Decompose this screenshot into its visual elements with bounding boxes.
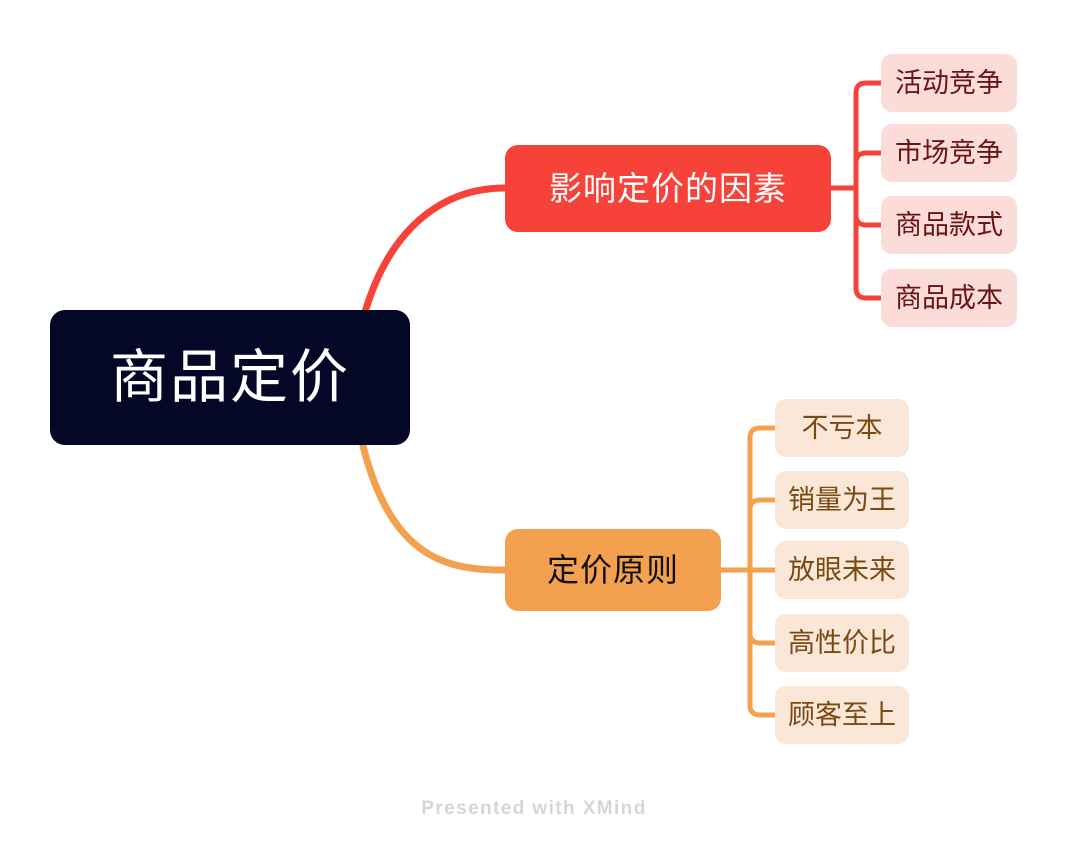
branch-node-factors[interactable]: 影响定价的因素 [505,145,831,232]
leaf-node-orange-1-label: 不亏本 [801,412,883,443]
footer-attribution: Presented with XMind [0,798,1068,820]
connector-orange-leaf-4 [747,567,778,646]
leaf-node-orange-4[interactable]: 高性价比 [775,614,909,672]
connector-red-leaf-2 [853,150,884,191]
leaf-node-red-1-label: 活动竞争 [895,67,1003,98]
leaf-node-orange-1[interactable]: 不亏本 [775,399,909,457]
leaf-node-orange-2[interactable]: 销量为王 [775,471,909,529]
leaf-node-orange-5[interactable]: 顾客至上 [775,686,909,744]
root-node[interactable]: 商品定价 [50,310,410,445]
leaf-node-red-2-label: 市场竞争 [895,137,1003,168]
connector-red-leaf-4 [853,185,884,301]
leaf-node-orange-3-label: 放眼未来 [788,554,896,585]
branch-node-principles-label: 定价原则 [546,552,679,588]
branch-node-factors-label: 影响定价的因素 [549,170,787,207]
connector-orange-leaf-5 [747,567,778,718]
leaf-node-red-4-label: 商品成本 [895,282,1003,313]
leaf-node-red-3[interactable]: 商品款式 [881,196,1017,254]
connector-red-leaf-3 [853,185,884,228]
leaf-node-red-3-label: 商品款式 [895,209,1003,240]
leaf-node-red-1[interactable]: 活动竞争 [881,54,1017,112]
root-node-label: 商品定价 [109,344,350,410]
leaf-node-orange-4-label: 高性价比 [788,627,896,658]
leaf-node-orange-5-label: 顾客至上 [788,699,896,730]
connector-root-to-branch-red [361,184,509,316]
leaf-node-orange-3[interactable]: 放眼未来 [775,541,909,599]
leaf-node-orange-2-label: 销量为王 [788,484,896,515]
leaf-node-red-2[interactable]: 市场竞争 [881,124,1017,182]
connector-orange-leaf-1 [747,425,778,573]
connector-orange-leaf-2 [747,497,778,573]
footer-attribution-label: Presented with XMind [421,798,647,819]
connector-root-to-branch-orange [359,442,509,574]
connector-red-leaf-1 [853,80,884,191]
branch-node-principles[interactable]: 定价原则 [505,529,721,611]
leaf-node-red-4[interactable]: 商品成本 [881,269,1017,327]
